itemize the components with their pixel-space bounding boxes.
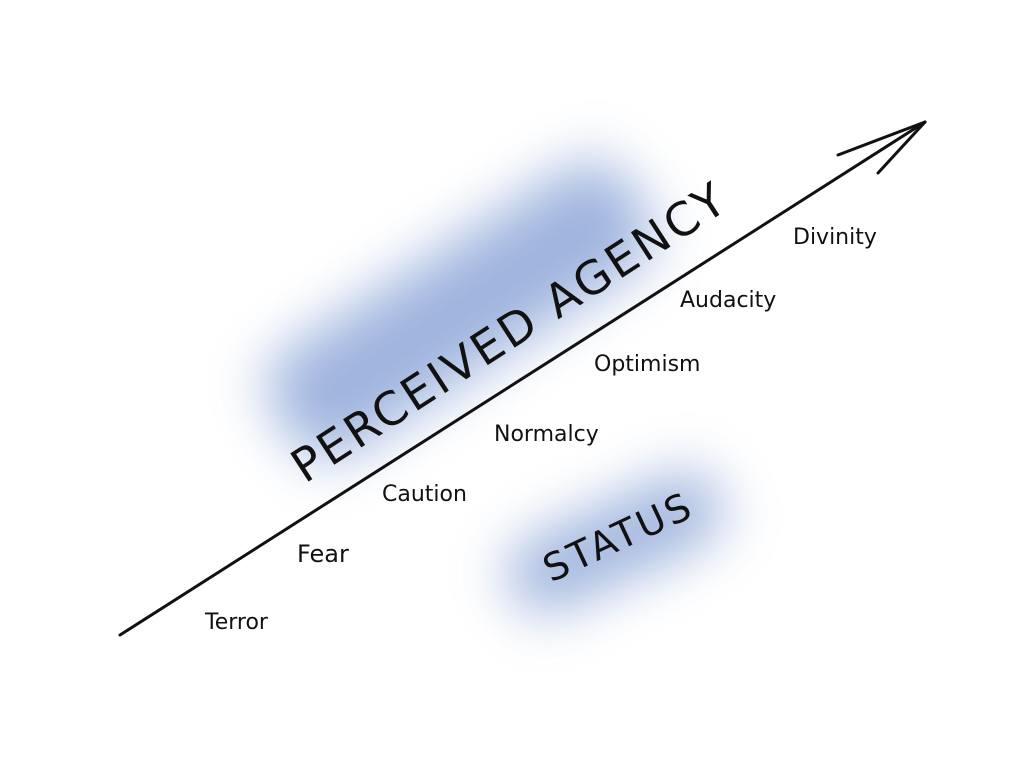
level-fear: Fear	[297, 540, 349, 568]
arrow-head-upper	[836, 120, 927, 157]
level-terror: Terror	[205, 610, 268, 635]
level-normalcy: Normalcy	[494, 422, 599, 447]
arrow-shaft	[118, 120, 927, 637]
level-audacity: Audacity	[680, 288, 777, 313]
level-optimism: Optimism	[594, 352, 701, 377]
arrow-head-lower	[876, 120, 927, 175]
level-caution: Caution	[382, 482, 467, 507]
level-divinity: Divinity	[793, 225, 877, 250]
